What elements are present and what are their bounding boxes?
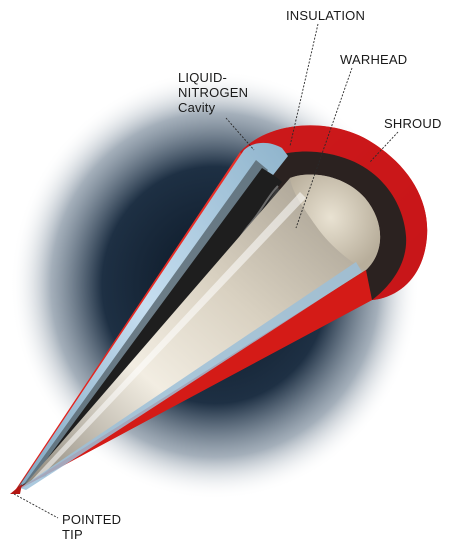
pointed-tip-mark — [10, 484, 22, 494]
label-liquid-nitrogen-cavity: LIQUID- NITROGEN Cavity — [178, 70, 248, 115]
label-insulation: INSULATION — [286, 8, 365, 23]
label-tip-line2: TIP — [62, 527, 121, 542]
label-ln2-line2: NITROGEN — [178, 85, 248, 100]
label-shroud: SHROUD — [384, 116, 442, 131]
label-ln2-line3: Cavity — [178, 100, 248, 115]
label-tip-line1: POINTED — [62, 512, 121, 527]
label-warhead: WARHEAD — [340, 52, 407, 67]
tip-leader — [14, 494, 58, 518]
label-ln2-line1: LIQUID- — [178, 70, 248, 85]
label-pointed-tip: POINTED TIP — [62, 512, 121, 542]
